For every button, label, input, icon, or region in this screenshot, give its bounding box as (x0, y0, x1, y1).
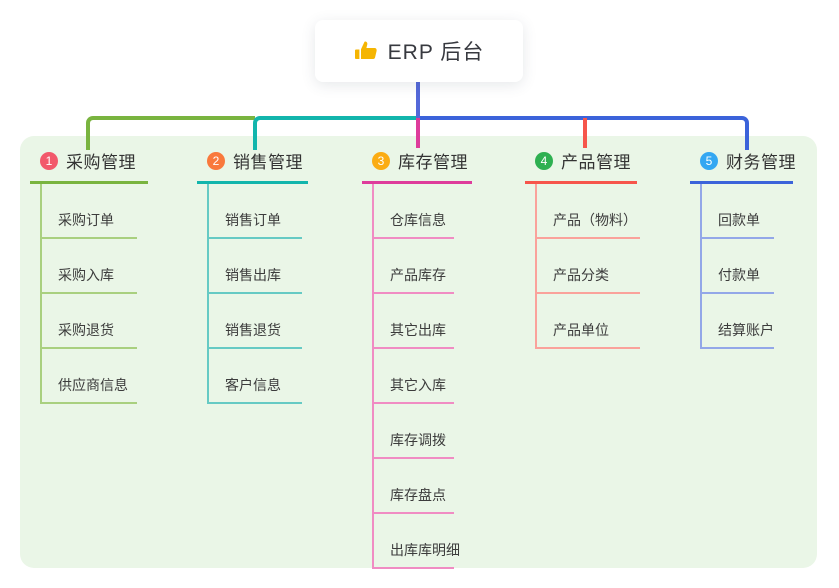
mindmap-node[interactable]: 付款单 (702, 239, 774, 294)
mindmap-node[interactable]: 结算账户 (702, 294, 774, 349)
branch-title-label: 销售管理 (233, 153, 303, 172)
mindmap-node[interactable]: 供应商信息 (42, 349, 137, 404)
branch-title-label: 产品管理 (561, 153, 631, 172)
branch-title-4[interactable]: 4 产品管理 (525, 146, 637, 184)
mindmap-node[interactable]: 产品分类 (537, 239, 640, 294)
root-connector (416, 81, 420, 118)
branch-4: 4 产品管理产品（物料）产品分类产品单位 (525, 146, 640, 349)
mindmap-node[interactable]: 库存调拨 (374, 404, 454, 459)
mindmap-node[interactable]: 采购入库 (42, 239, 137, 294)
branch-number-badge: 3 (372, 151, 390, 170)
branch-children: 回款单付款单结算账户 (700, 184, 774, 349)
branch-children: 产品（物料）产品分类产品单位 (535, 184, 640, 349)
branch-1: 1 采购管理采购订单采购入库采购退货供应商信息 (30, 146, 148, 404)
mindmap-node[interactable]: 销售订单 (209, 184, 302, 239)
branch-title-label: 采购管理 (66, 153, 136, 172)
branch-title-1[interactable]: 1 采购管理 (30, 146, 148, 184)
mindmap-node[interactable]: 客户信息 (209, 349, 302, 404)
mindmap-node[interactable]: 产品库存 (374, 239, 454, 294)
mindmap-node[interactable]: 销售退货 (209, 294, 302, 349)
branch-title-3[interactable]: 3 库存管理 (362, 146, 472, 184)
connector-branch-2 (253, 116, 420, 150)
mindmap-node[interactable]: 其它入库 (374, 349, 454, 404)
branch-children: 仓库信息产品库存其它出库其它入库库存调拨库存盘点出库库明细 (372, 184, 460, 569)
branch-title-5[interactable]: 5 财务管理 (690, 146, 796, 184)
mindmap-node[interactable]: 采购退货 (42, 294, 137, 349)
branches-panel (20, 136, 817, 568)
branch-2: 2 销售管理销售订单销售出库销售退货客户信息 (197, 146, 308, 404)
mindmap-node[interactable]: 销售出库 (209, 239, 302, 294)
branch-number-badge: 4 (535, 151, 553, 170)
mindmap-node[interactable]: 仓库信息 (374, 184, 454, 239)
branch-title-2[interactable]: 2 销售管理 (197, 146, 308, 184)
connector-branch-1 (86, 116, 255, 150)
mindmap-node[interactable]: 产品单位 (537, 294, 640, 349)
thumbs-up-icon (354, 39, 378, 63)
branch-number-badge: 1 (40, 151, 58, 170)
branch-title-label: 财务管理 (726, 153, 796, 172)
branch-children: 采购订单采购入库采购退货供应商信息 (40, 184, 137, 404)
branch-number-badge: 5 (700, 151, 718, 170)
branch-5: 5 财务管理回款单付款单结算账户 (690, 146, 796, 349)
mindmap-node[interactable]: 出库库明细 (374, 514, 460, 569)
mindmap-node[interactable]: 库存盘点 (374, 459, 454, 514)
mindmap-node[interactable]: 产品（物料） (537, 184, 640, 239)
branch-children: 销售订单销售出库销售退货客户信息 (207, 184, 302, 404)
mindmap-node[interactable]: 采购订单 (42, 184, 137, 239)
root-node[interactable]: ERP 后台 (315, 20, 523, 82)
connector-branch-4 (583, 118, 587, 148)
mindmap-node[interactable]: 回款单 (702, 184, 774, 239)
branch-number-badge: 2 (207, 151, 225, 170)
branch-title-label: 库存管理 (398, 153, 468, 172)
mindmap-node[interactable]: 其它出库 (374, 294, 454, 349)
branch-3: 3 库存管理仓库信息产品库存其它出库其它入库库存调拨库存盘点出库库明细 (362, 146, 472, 569)
root-label: ERP 后台 (387, 41, 485, 64)
connector-branch-3 (416, 118, 420, 148)
